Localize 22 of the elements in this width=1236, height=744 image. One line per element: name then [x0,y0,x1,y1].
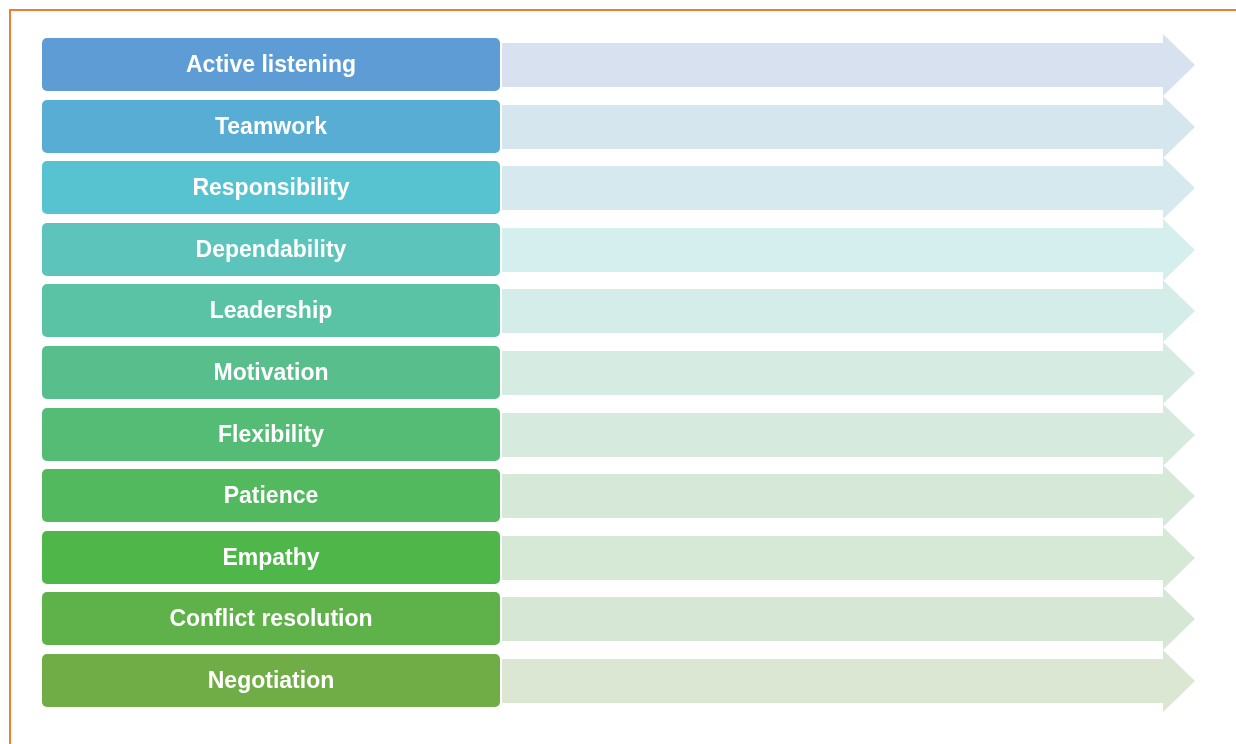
skill-box [42,407,500,461]
skill-label: Empathy [222,543,320,571]
skill-label: Dependability [195,235,347,263]
skill-label: Active listening [186,51,356,78]
skill-label: Conflict resolution [169,605,373,633]
skill-box [42,592,500,646]
skill-box [42,530,500,584]
skill-box [42,38,500,91]
skill-box [42,469,500,523]
skill-box [42,222,500,276]
skill-label: Patience [223,482,319,510]
skill-label: Flexibility [217,420,325,448]
skill-box [42,654,500,707]
skill-label: Leadership [209,297,333,325]
skill-label: Motivation [213,359,329,386]
skill-box [42,161,500,215]
skill-box [42,284,500,338]
skill-label: Teamwork [214,112,328,140]
skill-box [42,99,500,153]
skill-box [42,346,500,399]
skill-label: Negotiation [207,667,335,694]
skill-label: Responsibility [192,174,350,202]
